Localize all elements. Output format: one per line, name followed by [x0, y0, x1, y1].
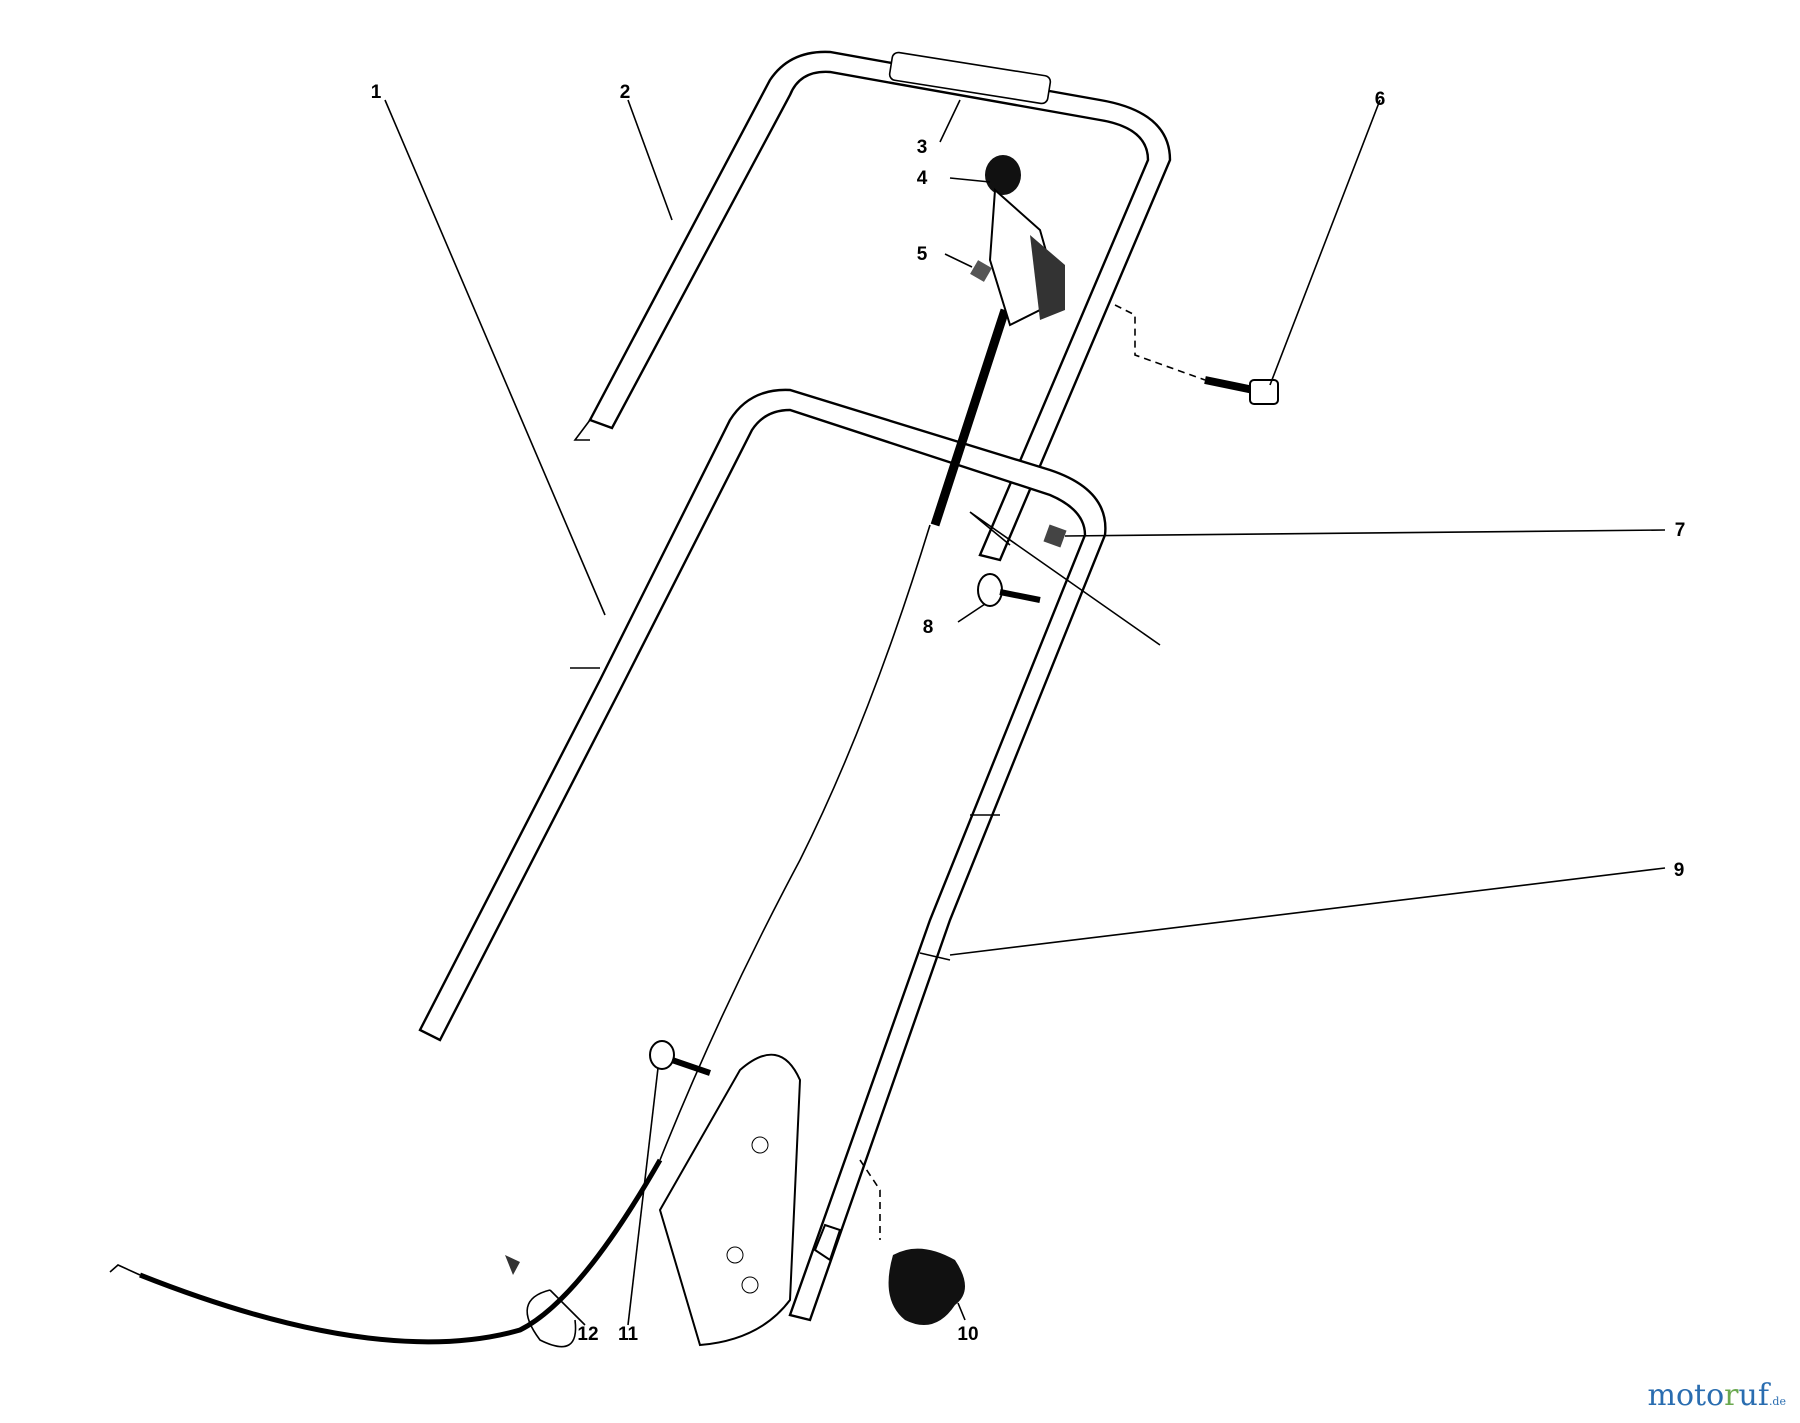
part-labels: 1 2 3 4 5 6 7 8 9 10 11 12 — [371, 82, 1686, 1345]
part-label-7: 7 — [1675, 520, 1686, 541]
part-label-8: 8 — [923, 617, 934, 638]
part-label-1: 1 — [371, 82, 382, 103]
fasteners-7-8 — [969, 511, 1161, 646]
watermark-logo: motoruf.de — [1647, 1378, 1786, 1413]
part-label-2: 2 — [620, 82, 631, 103]
part-label-12: 12 — [577, 1324, 598, 1345]
leader-lines — [384, 99, 1666, 1326]
part-label-9: 9 — [1674, 860, 1685, 881]
bracket-plate — [658, 952, 951, 1347]
bolt-6 — [1114, 304, 1279, 405]
throttle-control — [970, 155, 1065, 327]
part-label-10: 10 — [957, 1324, 978, 1345]
upper-handle — [573, 50, 1172, 562]
lower-handle — [418, 388, 1107, 1322]
knob-10 — [859, 1159, 965, 1325]
part-label-11: 11 — [618, 1324, 639, 1345]
part-label-6: 6 — [1375, 89, 1386, 110]
part-label-5: 5 — [917, 244, 928, 265]
part-label-4: 4 — [917, 168, 928, 189]
throttle-cable — [109, 308, 1010, 1345]
cable-clip-12 — [505, 1255, 577, 1348]
part-label-3: 3 — [917, 137, 928, 158]
screw-11 — [649, 1040, 711, 1076]
